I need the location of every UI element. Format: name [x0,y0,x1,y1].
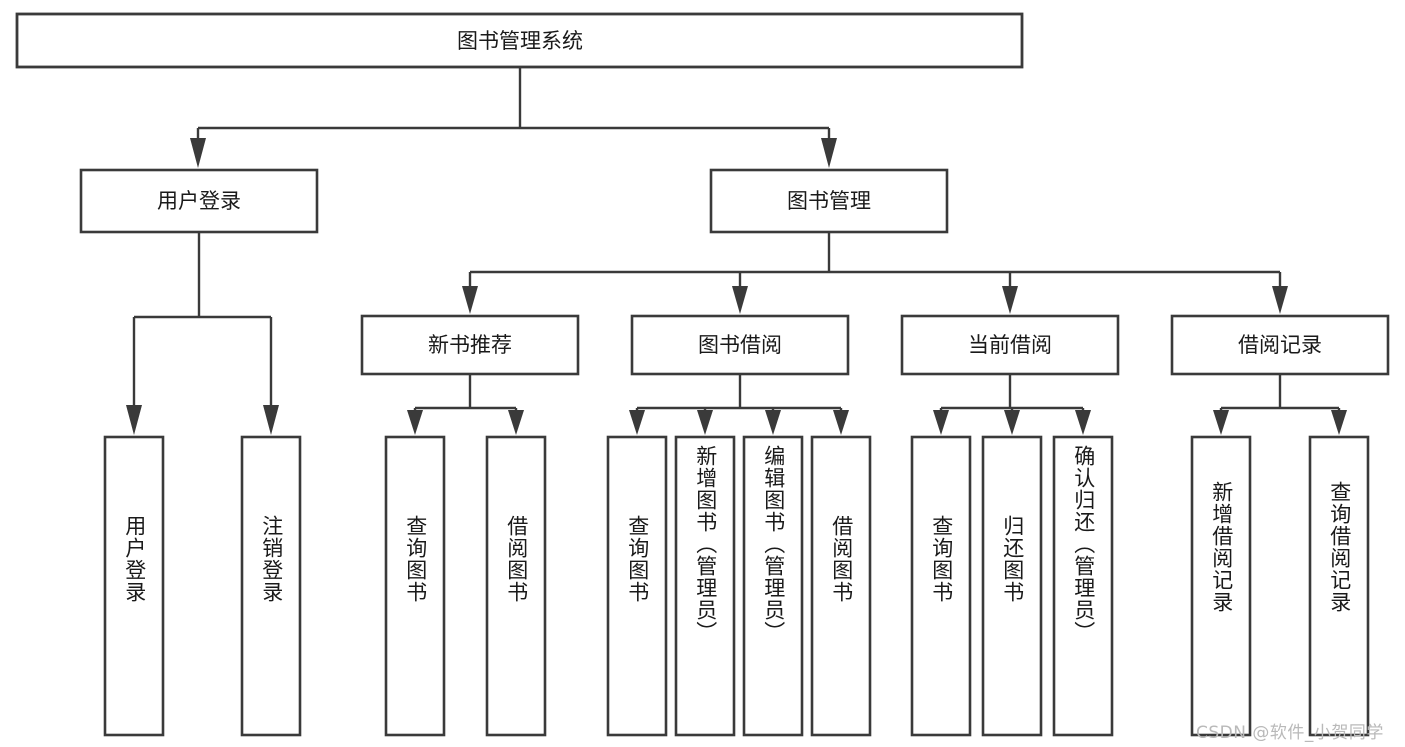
node-book-manage-label: 图书管理 [787,189,871,213]
leaf-add-record-box[interactable] [1190,435,1252,737]
leaf-edit-book[interactable]: 编辑图书（管理员） [744,437,802,735]
leaf-borrow-book-2-box[interactable] [810,435,872,737]
leaf-borrow-book-1-label: 借阅图书 [504,515,529,603]
leaf-query-book-2-label: 查询图书 [625,515,650,603]
leaf-borrow-book-2-label: 借阅图书 [829,515,854,603]
arrow-leaf-query-book-2-icon [629,410,645,435]
leaf-return-book-label: 归还图书 [1000,515,1025,603]
node-book-manage[interactable]: 图书管理 [709,168,949,234]
csdn-watermark: CSDN @软件_小贺同学 [1196,723,1384,743]
leaf-return-book[interactable]: 归还图书 [983,437,1041,735]
leaf-add-record-label: 新增借阅记录 [1209,481,1234,613]
leaf-add-book[interactable]: 新增图书（管理员） [676,437,734,735]
arrow-leaf-query-book-3-icon [933,410,949,435]
arrow-leaf-query-book-1-icon [407,410,423,435]
leaf-query-book-1[interactable]: 查询图书 [386,437,444,735]
node-new-book-recommend-box[interactable] [360,314,580,376]
leaf-confirm-return-label: 确认归还（管理员） [1071,445,1096,643]
leaf-borrow-book-2[interactable]: 借阅图书 [812,437,870,735]
node-root-label: 图书管理系统 [457,29,583,53]
node-book-borrow-label: 图书借阅 [698,333,782,357]
arrow-leaf-user-login-icon [126,405,142,435]
leaf-query-book-3-label: 查询图书 [929,515,954,603]
node-borrow-record[interactable]: 借阅记录 [1170,314,1390,376]
leaf-query-record-label: 查询借阅记录 [1327,481,1352,613]
arrow-leaf-add-record-icon [1213,410,1229,435]
arrow-leaf-borrow-book-2-icon [833,410,849,435]
leaf-query-book-3[interactable]: 查询图书 [912,437,970,735]
arrow-leaf-logout-icon [263,405,279,435]
leaf-add-book-label: 新增图书（管理员） [693,445,718,643]
leaf-query-book-2-box[interactable] [606,435,668,737]
leaf-query-book-3-box[interactable] [910,435,972,737]
node-current-borrow[interactable]: 当前借阅 [900,314,1120,376]
leaf-query-record-box[interactable] [1308,435,1370,737]
leaf-confirm-return-box[interactable] [1052,435,1114,737]
leaf-logout-box[interactable] [240,435,302,737]
node-book-borrow[interactable]: 图书借阅 [630,314,850,376]
arrow-leaf-edit-book-icon [765,410,781,435]
node-user-login[interactable]: 用户登录 [79,168,319,234]
leaf-edit-book-label: 编辑图书（管理员） [761,445,786,643]
leaf-add-record[interactable]: 新增借阅记录 [1192,437,1250,735]
arrow-user-login-icon [190,138,206,168]
node-borrow-record-box[interactable] [1170,314,1390,376]
arrow-leaf-query-record-icon [1331,410,1347,435]
arrow-book-manage-icon [821,138,837,168]
arrow-leaf-add-book-icon [697,410,713,435]
node-borrow-record-label: 借阅记录 [1238,333,1322,357]
leaf-add-book-box[interactable] [674,435,736,737]
node-current-borrow-label: 当前借阅 [968,333,1052,357]
leaf-query-record[interactable]: 查询借阅记录 [1310,437,1368,735]
node-new-book-recommend-label: 新书推荐 [428,333,512,357]
node-current-borrow-box[interactable] [900,314,1120,376]
leaf-borrow-book-1[interactable]: 借阅图书 [487,437,545,735]
leaf-user-login[interactable]: 用户登录 [105,437,163,735]
arrow-borrow-record-icon [1272,286,1288,314]
leaf-boxes-layer [103,435,1370,737]
arrow-book-borrow-icon [732,286,748,314]
node-root-box[interactable] [15,12,1024,69]
node-root[interactable]: 图书管理系统 [15,12,1024,69]
arrow-current-borrow-icon [1002,286,1018,314]
arrow-leaf-borrow-book-1-icon [508,410,524,435]
leaf-query-book-1-label: 查询图书 [403,515,428,603]
leaf-borrow-book-1-box[interactable] [485,435,547,737]
node-new-book-recommend[interactable]: 新书推荐 [360,314,580,376]
leaf-logout-label: 注销登录 [259,515,284,603]
node-user-login-box[interactable] [79,168,319,234]
leaf-query-book-2[interactable]: 查询图书 [608,437,666,735]
node-book-manage-box[interactable] [709,168,949,234]
leaf-user-login-label: 用户登录 [122,515,147,603]
arrow-new-book-recommend-icon [462,286,478,314]
connector-layer [126,67,1347,435]
node-book-borrow-box[interactable] [630,314,850,376]
leaf-return-book-box[interactable] [981,435,1043,737]
arrow-leaf-return-book-icon [1004,410,1020,435]
leaf-confirm-return[interactable]: 确认归还（管理员） [1054,437,1112,735]
node-user-login-label: 用户登录 [157,189,241,213]
leaf-logout[interactable]: 注销登录 [242,437,300,735]
leaf-query-book-1-box[interactable] [384,435,446,737]
leaf-user-login-box[interactable] [103,435,165,737]
leaf-edit-book-box[interactable] [742,435,804,737]
arrow-leaf-confirm-return-icon [1075,410,1091,435]
